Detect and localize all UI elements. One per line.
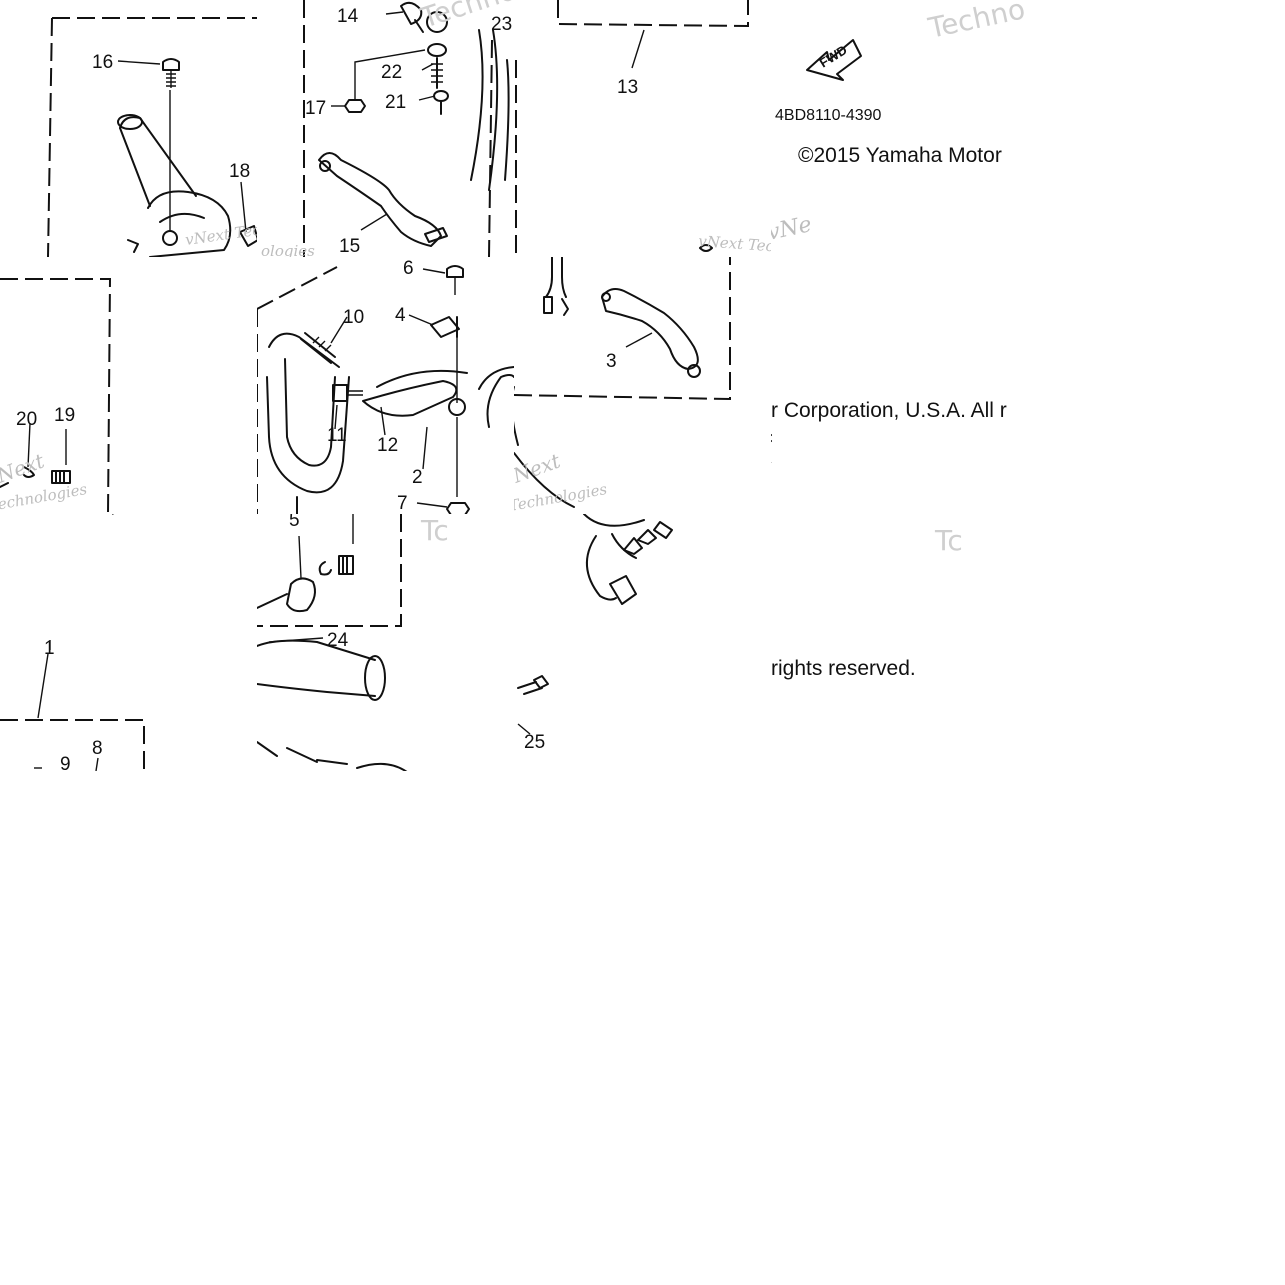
tile-grip-left: 1 9 8 xyxy=(0,514,257,771)
callout-6: 6 xyxy=(403,258,414,279)
callout-24: 24 xyxy=(327,630,349,651)
callout-12: 12 xyxy=(377,435,398,456)
copyright-bottom-drawing: Tc xyxy=(934,524,963,557)
tile-clutch-lever: 14 23 22 21 17 15 Techno ologies xyxy=(257,0,514,257)
grip-right-drawing: 5 24 Tc xyxy=(257,514,449,771)
callout-23: 23 xyxy=(491,14,512,35)
callout-15: 15 xyxy=(339,236,360,257)
callout-20: 20 xyxy=(16,409,37,430)
connectors-drawing: 25 xyxy=(517,514,673,753)
brake-lever-drawing: 3 Next Technologies xyxy=(514,257,731,514)
callout-18: 18 xyxy=(229,161,250,182)
callout-17: 17 xyxy=(305,98,326,119)
copyright-line-3: rights reserved. xyxy=(771,657,916,680)
callout-4: 4 xyxy=(395,305,406,326)
watermark-ologies-2: ologies xyxy=(781,254,835,257)
grip-left-drawing: 1 9 8 xyxy=(0,514,145,771)
copyright-line-1: ©2015 Yamaha Motor xyxy=(798,144,1002,167)
tile-handlebar: 6 4 10 11 12 2 7 xyxy=(257,257,514,514)
tile-connectors: 25 xyxy=(514,514,771,771)
tile-screws: 20 19 Next Technologies xyxy=(0,257,257,514)
handlebar-drawing: 6 4 10 11 12 2 7 xyxy=(257,258,514,514)
callout-14: 14 xyxy=(337,6,359,27)
callout-8: 8 xyxy=(92,738,103,759)
watermark-tc-2: Tc xyxy=(934,524,963,557)
watermark-ologies: ologies xyxy=(261,242,315,257)
callout-10: 10 xyxy=(343,307,364,328)
watermark-tc: Tc xyxy=(420,514,449,547)
tile-legend: Techno FWD 4BD8110-4390 vNe ologies ©201… xyxy=(771,0,1028,257)
callout-3: 3 xyxy=(606,351,617,372)
watermark-vnext-2: vNext Technologies xyxy=(698,232,771,257)
screws-drawing: 20 19 Next Technologies xyxy=(0,278,112,514)
callout-13: 13 xyxy=(617,77,638,98)
callout-19: 19 xyxy=(54,405,75,426)
copyright-mid-drawing xyxy=(771,434,772,463)
watermark-techno-2: Techno xyxy=(925,0,1028,45)
tile-copyright-bottom: Tc rights reserved. xyxy=(771,514,1028,771)
callout-16: 16 xyxy=(92,52,113,73)
callout-9: 9 xyxy=(60,754,71,771)
callout-11: 11 xyxy=(327,425,347,446)
callout-22: 22 xyxy=(381,62,402,83)
watermark-vne: vNe xyxy=(771,212,814,246)
callout-5: 5 xyxy=(289,514,300,531)
fwd-arrow-icon xyxy=(806,39,862,81)
callout-25: 25 xyxy=(524,732,545,753)
tile-grip-right: 5 24 Tc xyxy=(257,514,514,771)
throttle-housing-drawing: 16 18 vNext Technologies xyxy=(47,17,257,257)
callout-2: 2 xyxy=(412,467,423,488)
watermark-technologies-2: Technologies xyxy=(514,480,609,514)
callout-7: 7 xyxy=(397,493,408,514)
tile-switch-box: 13 vNext Technologies xyxy=(514,0,771,257)
part-code: 4BD8110-4390 xyxy=(775,107,882,124)
clutch-lever-drawing: 14 23 22 21 17 15 Techno ologies xyxy=(261,0,514,257)
switch-box-drawing: 13 vNext Technologies xyxy=(515,0,771,257)
tile-copyright-mid: r Corporation, U.S.A. All r xyxy=(771,257,1028,514)
copyright-line-2: r Corporation, U.S.A. All r xyxy=(771,399,1007,422)
watermark-next: Next xyxy=(0,448,48,488)
tile-throttle-housing: 16 18 vNext Technologies xyxy=(0,0,257,257)
watermark-technologies: Technologies xyxy=(0,480,89,514)
tile-brake-lever: 3 Next Technologies xyxy=(514,257,771,514)
callout-1: 1 xyxy=(44,638,55,659)
legend-drawing: Techno FWD 4BD8110-4390 vNe ologies xyxy=(771,0,1028,257)
callout-21: 21 xyxy=(385,92,406,113)
